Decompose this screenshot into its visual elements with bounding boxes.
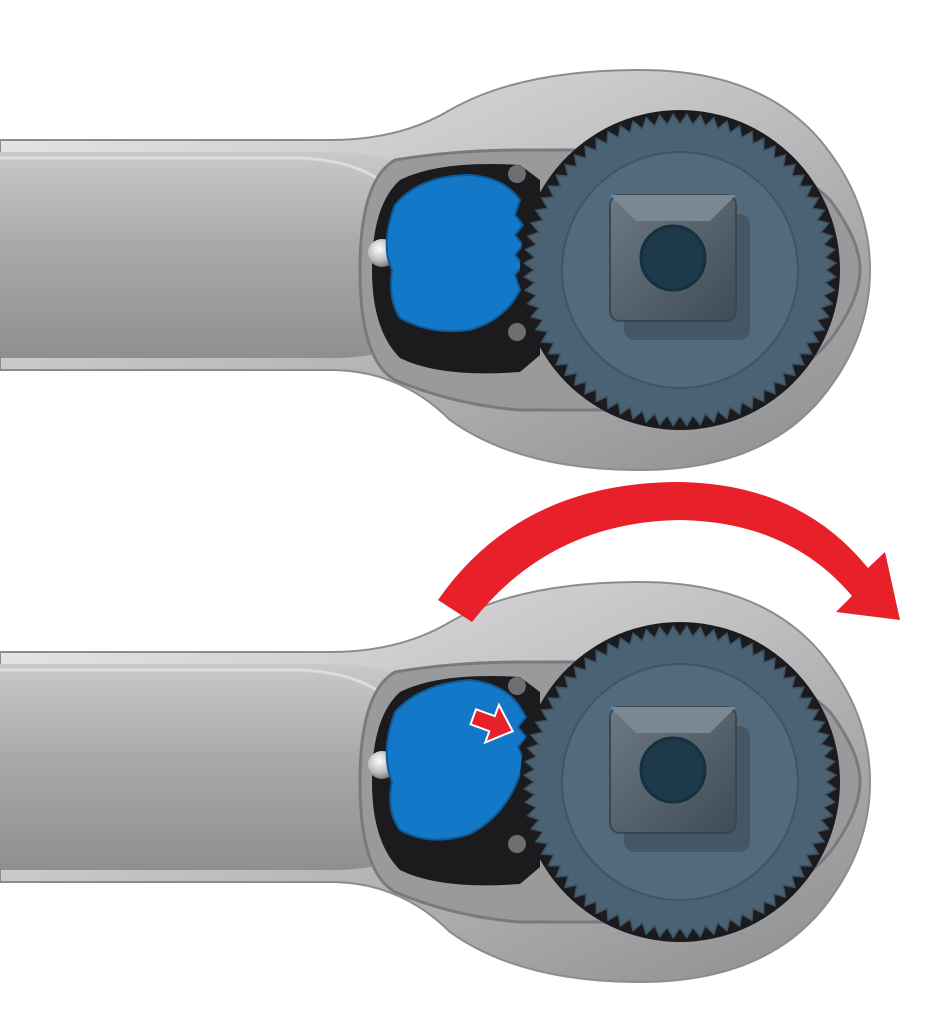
drive-square — [609, 194, 750, 340]
drive-hole — [639, 224, 707, 292]
wrench-panel-2 — [0, 580, 872, 984]
drive-square — [609, 706, 750, 852]
pivot-pin-bottom — [508, 835, 526, 853]
pivot-pin-bottom — [508, 323, 526, 341]
drive-hole — [639, 736, 707, 804]
pivot-pin-top — [508, 165, 526, 183]
ratchet-pawl — [385, 173, 525, 333]
pivot-pin-top — [508, 677, 526, 695]
wrench-panel-1 — [0, 68, 872, 472]
rotation-arrow — [438, 482, 900, 622]
pawl-push-arrow — [469, 702, 515, 745]
